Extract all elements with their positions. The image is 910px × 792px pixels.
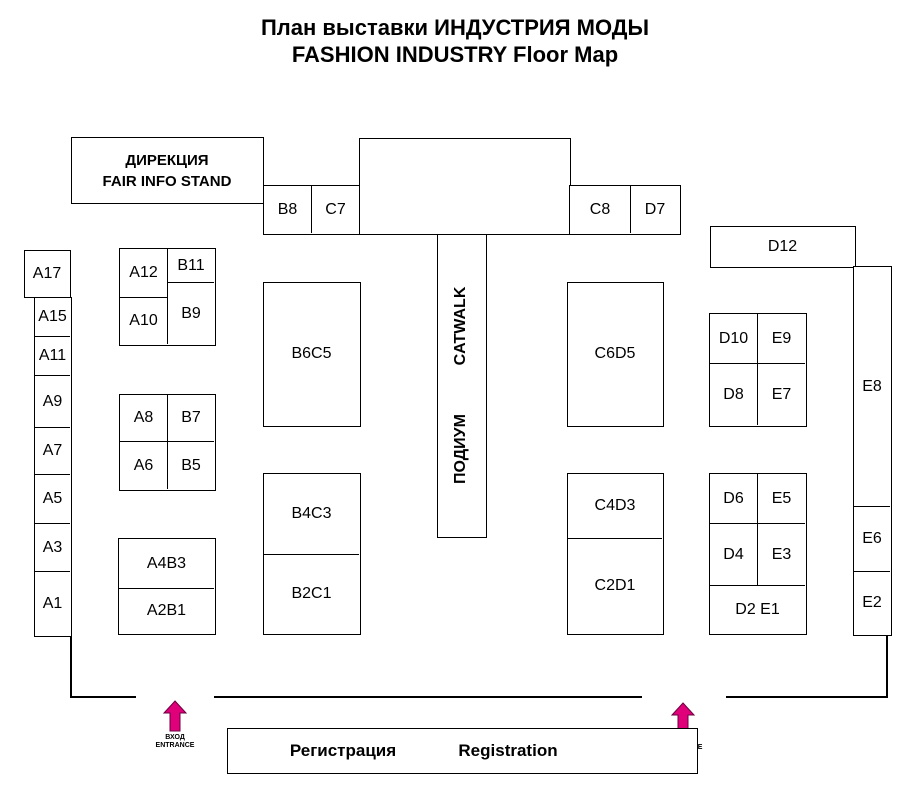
booth-c6d5-label: C6D5 <box>594 345 636 362</box>
map-title-en: FASHION INDUSTRY Floor Map <box>291 42 619 67</box>
booth-a11: A11 <box>35 337 70 376</box>
central-stage <box>359 138 571 235</box>
booth-d10: D10 <box>710 314 758 364</box>
booth-d2e1: D2 E1 <box>735 600 780 618</box>
booth-b4c3: B4C3 <box>264 474 359 555</box>
booth-a1: A1 <box>42 594 63 612</box>
booth-b6c5: B6C5 <box>263 282 361 427</box>
info-stand-label-ru: ДИРЕКЦИЯ <box>125 151 209 169</box>
info-stand: ДИРЕКЦИЯ FAIR INFO STAND <box>71 137 264 204</box>
entrance-label-ru: ВХОД <box>165 734 185 741</box>
booth-b6c5-label: B6C5 <box>291 345 332 362</box>
hall-wall-right <box>886 636 888 698</box>
hall-wall-bottom-left <box>70 696 136 698</box>
booth-e3: E3 <box>758 524 805 586</box>
registration-label-ru: Регистрация <box>289 740 397 760</box>
registration-label-en: Registration <box>458 740 558 760</box>
booth-column-a: A15 A11 A9 A7 A5 A3 A1 <box>34 297 72 637</box>
booth-e7: E7 <box>771 385 792 403</box>
booth-c8: C8 <box>570 186 631 233</box>
booth-d4: D4 <box>710 524 758 586</box>
booth-c2d1: C2D1 <box>594 577 636 594</box>
booth-e9: E9 <box>758 314 805 364</box>
booth-group-a12-b9: A12 B11 A10 B9 <box>119 248 216 346</box>
entrance-label-en: ENTRANCE <box>155 742 195 749</box>
booth-group-a4b3-a2b1: A4B3 A2B1 <box>118 538 216 635</box>
hall-wall-left <box>70 636 72 698</box>
booth-b7: B7 <box>168 395 214 442</box>
booth-a9: A9 <box>35 376 70 428</box>
booth-a7: A7 <box>35 428 70 475</box>
entrance-arrow-icon <box>162 700 188 732</box>
booth-b9: B9 <box>181 304 201 322</box>
booth-group-a8-b5: A8 B7 A6 B5 <box>119 394 216 491</box>
booth-c4d3: C4D3 <box>568 474 662 539</box>
booth-a8: A8 <box>120 395 168 442</box>
booth-e6: E6 <box>854 507 890 572</box>
booth-column-e: E8 E6 E2 <box>853 266 892 636</box>
booth-d6: D6 <box>710 474 758 524</box>
booth-b2c1: B2C1 <box>291 585 332 602</box>
info-stand-label-en: FAIR INFO STAND <box>102 172 232 190</box>
catwalk-label-ru: ПОДИУМ <box>452 414 469 484</box>
booth-c7: C7 <box>325 200 346 218</box>
booth-a6: A6 <box>120 442 168 489</box>
booth-c6d5: C6D5 <box>567 282 664 427</box>
booth-e2: E2 <box>862 594 882 611</box>
booth-group-d10-e7: D10 E9 D8 E7 <box>709 313 807 427</box>
booth-d8: D8 <box>710 364 758 425</box>
booth-b5: B5 <box>181 456 201 474</box>
booth-a12: A12 <box>120 249 168 298</box>
booth-group-b4c3-b2c1: B4C3 B2C1 <box>263 473 361 635</box>
booth-a17-label: A17 <box>32 264 62 282</box>
booth-a2b1: A2B1 <box>146 602 187 619</box>
booth-group-d6-e1: D6 E5 D4 E3 D2 E1 <box>709 473 807 635</box>
booth-a17: A17 <box>24 250 71 298</box>
catwalk: CATWALK ПОДИУМ <box>437 234 487 538</box>
booth-a10: A10 <box>120 298 168 344</box>
booth-b8: B8 <box>264 186 312 233</box>
booth-a3: A3 <box>35 524 70 572</box>
booth-a4b3: A4B3 <box>119 539 214 589</box>
booth-a5: A5 <box>35 475 70 524</box>
booth-a15: A15 <box>35 298 70 337</box>
booth-group-c8-d7: C8 D7 <box>569 185 681 235</box>
booth-e8: E8 <box>854 267 890 507</box>
map-title-ru: План выставки ИНДУСТРИЯ МОДЫ <box>260 15 650 40</box>
hall-wall-bottom-middle <box>214 696 642 698</box>
booth-d12: D12 <box>710 226 856 268</box>
hall-wall-bottom-right <box>726 696 888 698</box>
booth-d12-label: D12 <box>767 237 798 255</box>
registration-desk: Регистрация Registration <box>227 728 698 774</box>
catwalk-label-en: CATWALK <box>452 286 469 366</box>
booth-group-b8-c7: B8 C7 <box>263 185 361 235</box>
booth-group-c4d3-c2d1: C4D3 C2D1 <box>567 473 664 635</box>
booth-d7: D7 <box>644 200 666 218</box>
booth-e5: E5 <box>758 474 805 524</box>
booth-b11: B11 <box>168 249 214 283</box>
